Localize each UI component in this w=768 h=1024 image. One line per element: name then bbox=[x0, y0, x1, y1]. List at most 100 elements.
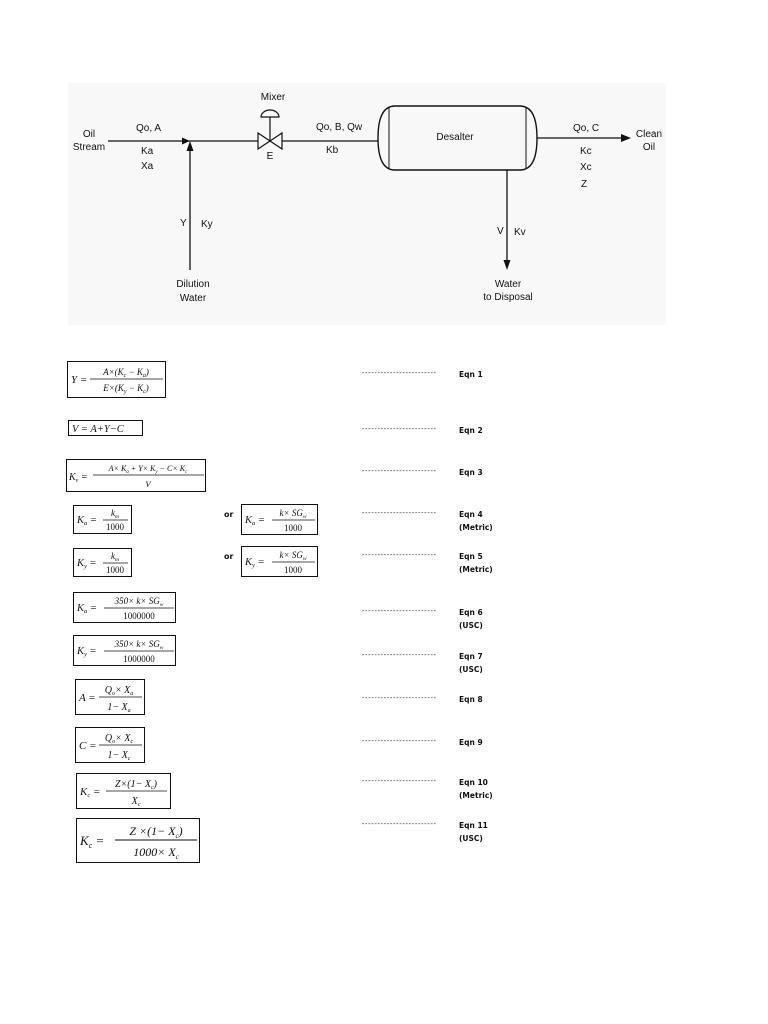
eqn-label-7: Eqn 7 (USC) bbox=[459, 650, 483, 676]
svg-text:1000× Xc: 1000× Xc bbox=[133, 845, 179, 861]
svg-text:Kv =: Kv = bbox=[68, 472, 88, 484]
eqn-unit-system: (Metric) bbox=[459, 565, 493, 574]
svg-text:Ka =: Ka = bbox=[76, 515, 97, 527]
svg-text:1000: 1000 bbox=[106, 522, 125, 532]
svg-text:Ka =: Ka = bbox=[244, 515, 265, 527]
eqn-number: Eqn 7 bbox=[459, 652, 483, 661]
svg-text:Ky =: Ky = bbox=[76, 558, 97, 570]
diagram-background bbox=[68, 83, 666, 325]
dilution-ky-label: Ky bbox=[201, 219, 213, 230]
svg-text:k× SGw: k× SGw bbox=[280, 508, 307, 520]
clean-oil-label-2: Oil bbox=[643, 142, 655, 153]
svg-text:Z×(1− Xc): Z×(1− Xc) bbox=[115, 779, 158, 791]
equation-3: Kv = A× Ka + Y× Ky − C× Kc V bbox=[66, 459, 206, 492]
svg-text:350× k× SGw: 350× k× SGw bbox=[114, 596, 164, 608]
clean-oil-label-1: Clean bbox=[636, 129, 662, 140]
mixer-valve-icon bbox=[257, 109, 283, 151]
eqn-number: Eqn 9 bbox=[459, 738, 483, 747]
oil-stream-label-2: Stream bbox=[73, 142, 105, 153]
svg-text:Ky =: Ky = bbox=[244, 557, 265, 569]
leader-dots-eqn9: ------------------------ bbox=[361, 737, 437, 745]
eqn-label-11: Eqn 11 (USC) bbox=[459, 819, 488, 845]
leader-dots-eqn8: ------------------------ bbox=[361, 694, 437, 702]
equation-9: C = Qo× Xc 1− Xc bbox=[75, 727, 145, 763]
equation-7: Ky = 350× k× SGw 1000000 bbox=[73, 635, 176, 666]
svg-text:1000000: 1000000 bbox=[123, 654, 155, 664]
leader-dots-eqn7: ------------------------ bbox=[361, 651, 437, 659]
eqn-unit-system: (Metric) bbox=[459, 791, 493, 800]
clean-z-label: Z bbox=[581, 179, 587, 190]
mixed-flow-label: Qo, B, Qw bbox=[316, 122, 363, 133]
svg-text:V = A+Y−C: V = A+Y−C bbox=[72, 424, 125, 435]
desalter-process-diagram: Oil Stream Qo, A Ka Xa Mixer E Qo, B, Qw… bbox=[68, 83, 666, 325]
svg-text:A× Ka + Y× Ky − C× Kc: A× Ka + Y× Ky − C× Kc bbox=[108, 464, 188, 475]
svg-text:Kc =: Kc = bbox=[79, 786, 100, 799]
svg-text:1− Xc: 1− Xc bbox=[107, 750, 130, 762]
eqn-number: Eqn 3 bbox=[459, 468, 483, 477]
svg-text:E×(Ky − Kc): E×(Ky − Kc) bbox=[102, 383, 149, 395]
svg-text:1000: 1000 bbox=[284, 565, 303, 575]
waste-v-label: V bbox=[497, 226, 504, 237]
mixer-e-label: E bbox=[267, 151, 274, 162]
eqn-number: Eqn 8 bbox=[459, 695, 483, 704]
eqn-number: Eqn 6 bbox=[459, 608, 483, 617]
dilution-water-label-1: Dilution bbox=[176, 279, 209, 290]
equation-1: Y = A×(Kc − Ka) E×(Ky − Kc) bbox=[67, 361, 166, 398]
eqn-label-1: Eqn 1 bbox=[459, 368, 483, 381]
svg-text:C =: C = bbox=[79, 740, 97, 752]
leader-dots-eqn11: ------------------------ bbox=[361, 820, 437, 828]
svg-text:Ky =: Ky = bbox=[76, 646, 97, 658]
svg-text:Qo× Xc: Qo× Xc bbox=[105, 733, 134, 745]
svg-text:1− Xa: 1− Xa bbox=[107, 702, 130, 714]
svg-text:350× k× SGw: 350× k× SGw bbox=[114, 639, 164, 651]
equation-2: V = A+Y−C bbox=[68, 420, 143, 436]
equation-5-left: Ky = km 1000 bbox=[73, 548, 132, 577]
equation-4-left: Ka = km 1000 bbox=[73, 505, 132, 534]
equation-5-right: Ky = k× SGw 1000 bbox=[241, 546, 318, 577]
equation-8: A = Qo× Xa 1− Xa bbox=[75, 679, 145, 715]
waste-kv-label: Kv bbox=[514, 227, 526, 238]
svg-text:Ka =: Ka = bbox=[76, 603, 97, 615]
eqn-unit-system: (USC) bbox=[459, 834, 483, 843]
svg-text:A =: A = bbox=[78, 692, 96, 704]
svg-text:Kc =: Kc = bbox=[79, 833, 104, 850]
equation-4-right: Ka = k× SGw 1000 bbox=[241, 504, 318, 535]
mixed-kb-label: Kb bbox=[326, 145, 339, 156]
dilution-water-label-2: Water bbox=[180, 293, 207, 304]
feed-ka-label: Ka bbox=[141, 146, 154, 157]
svg-text:V: V bbox=[145, 479, 152, 489]
eqn-label-2: Eqn 2 bbox=[459, 424, 483, 437]
equation-10: Kc = Z×(1− Xc) Xc bbox=[76, 773, 171, 809]
clean-oil-arrowhead bbox=[621, 134, 631, 142]
eqn-unit-system: (USC) bbox=[459, 665, 483, 674]
svg-text:Qo× Xa: Qo× Xa bbox=[105, 685, 134, 697]
svg-text:k× SGw: k× SGw bbox=[280, 550, 307, 562]
eqn-label-3: Eqn 3 bbox=[459, 466, 483, 479]
dilution-y-label: Y bbox=[180, 218, 187, 229]
eqn-label-9: Eqn 9 bbox=[459, 736, 483, 749]
eqn-label-10: Eqn 10 (Metric) bbox=[459, 776, 493, 802]
oil-stream-label-1: Oil bbox=[83, 129, 95, 140]
water-disposal-label-1: Water bbox=[495, 279, 522, 290]
mixer-label: Mixer bbox=[261, 92, 286, 103]
or-label-eqn4: or bbox=[224, 510, 234, 519]
svg-text:1000000: 1000000 bbox=[123, 611, 155, 621]
eqn-label-8: Eqn 8 bbox=[459, 693, 483, 706]
eqn-number: Eqn 11 bbox=[459, 821, 488, 830]
feed-xa-label: Xa bbox=[141, 161, 154, 172]
eqn-number: Eqn 1 bbox=[459, 370, 483, 379]
eqn-number: Eqn 2 bbox=[459, 426, 483, 435]
feed-flow-label: Qo, A bbox=[136, 123, 161, 134]
svg-text:Z ×(1− Xc): Z ×(1− Xc) bbox=[129, 824, 182, 840]
eqn-label-6: Eqn 6 (USC) bbox=[459, 606, 483, 632]
svg-text:A×(Kc − Ka): A×(Kc − Ka) bbox=[102, 367, 149, 379]
eqn-label-4: Eqn 4 (Metric) bbox=[459, 508, 493, 534]
equation-6: Ka = 350× k× SGw 1000000 bbox=[73, 592, 176, 623]
feed-arrowhead bbox=[182, 137, 190, 145]
leader-dots-eqn4: ------------------------ bbox=[361, 509, 437, 517]
eqn-unit-system: (Metric) bbox=[459, 523, 493, 532]
eqn-unit-system: (USC) bbox=[459, 621, 483, 630]
svg-text:1000: 1000 bbox=[284, 523, 303, 533]
or-label-eqn5: or bbox=[224, 552, 234, 561]
clean-xc-label: Xc bbox=[580, 162, 592, 173]
